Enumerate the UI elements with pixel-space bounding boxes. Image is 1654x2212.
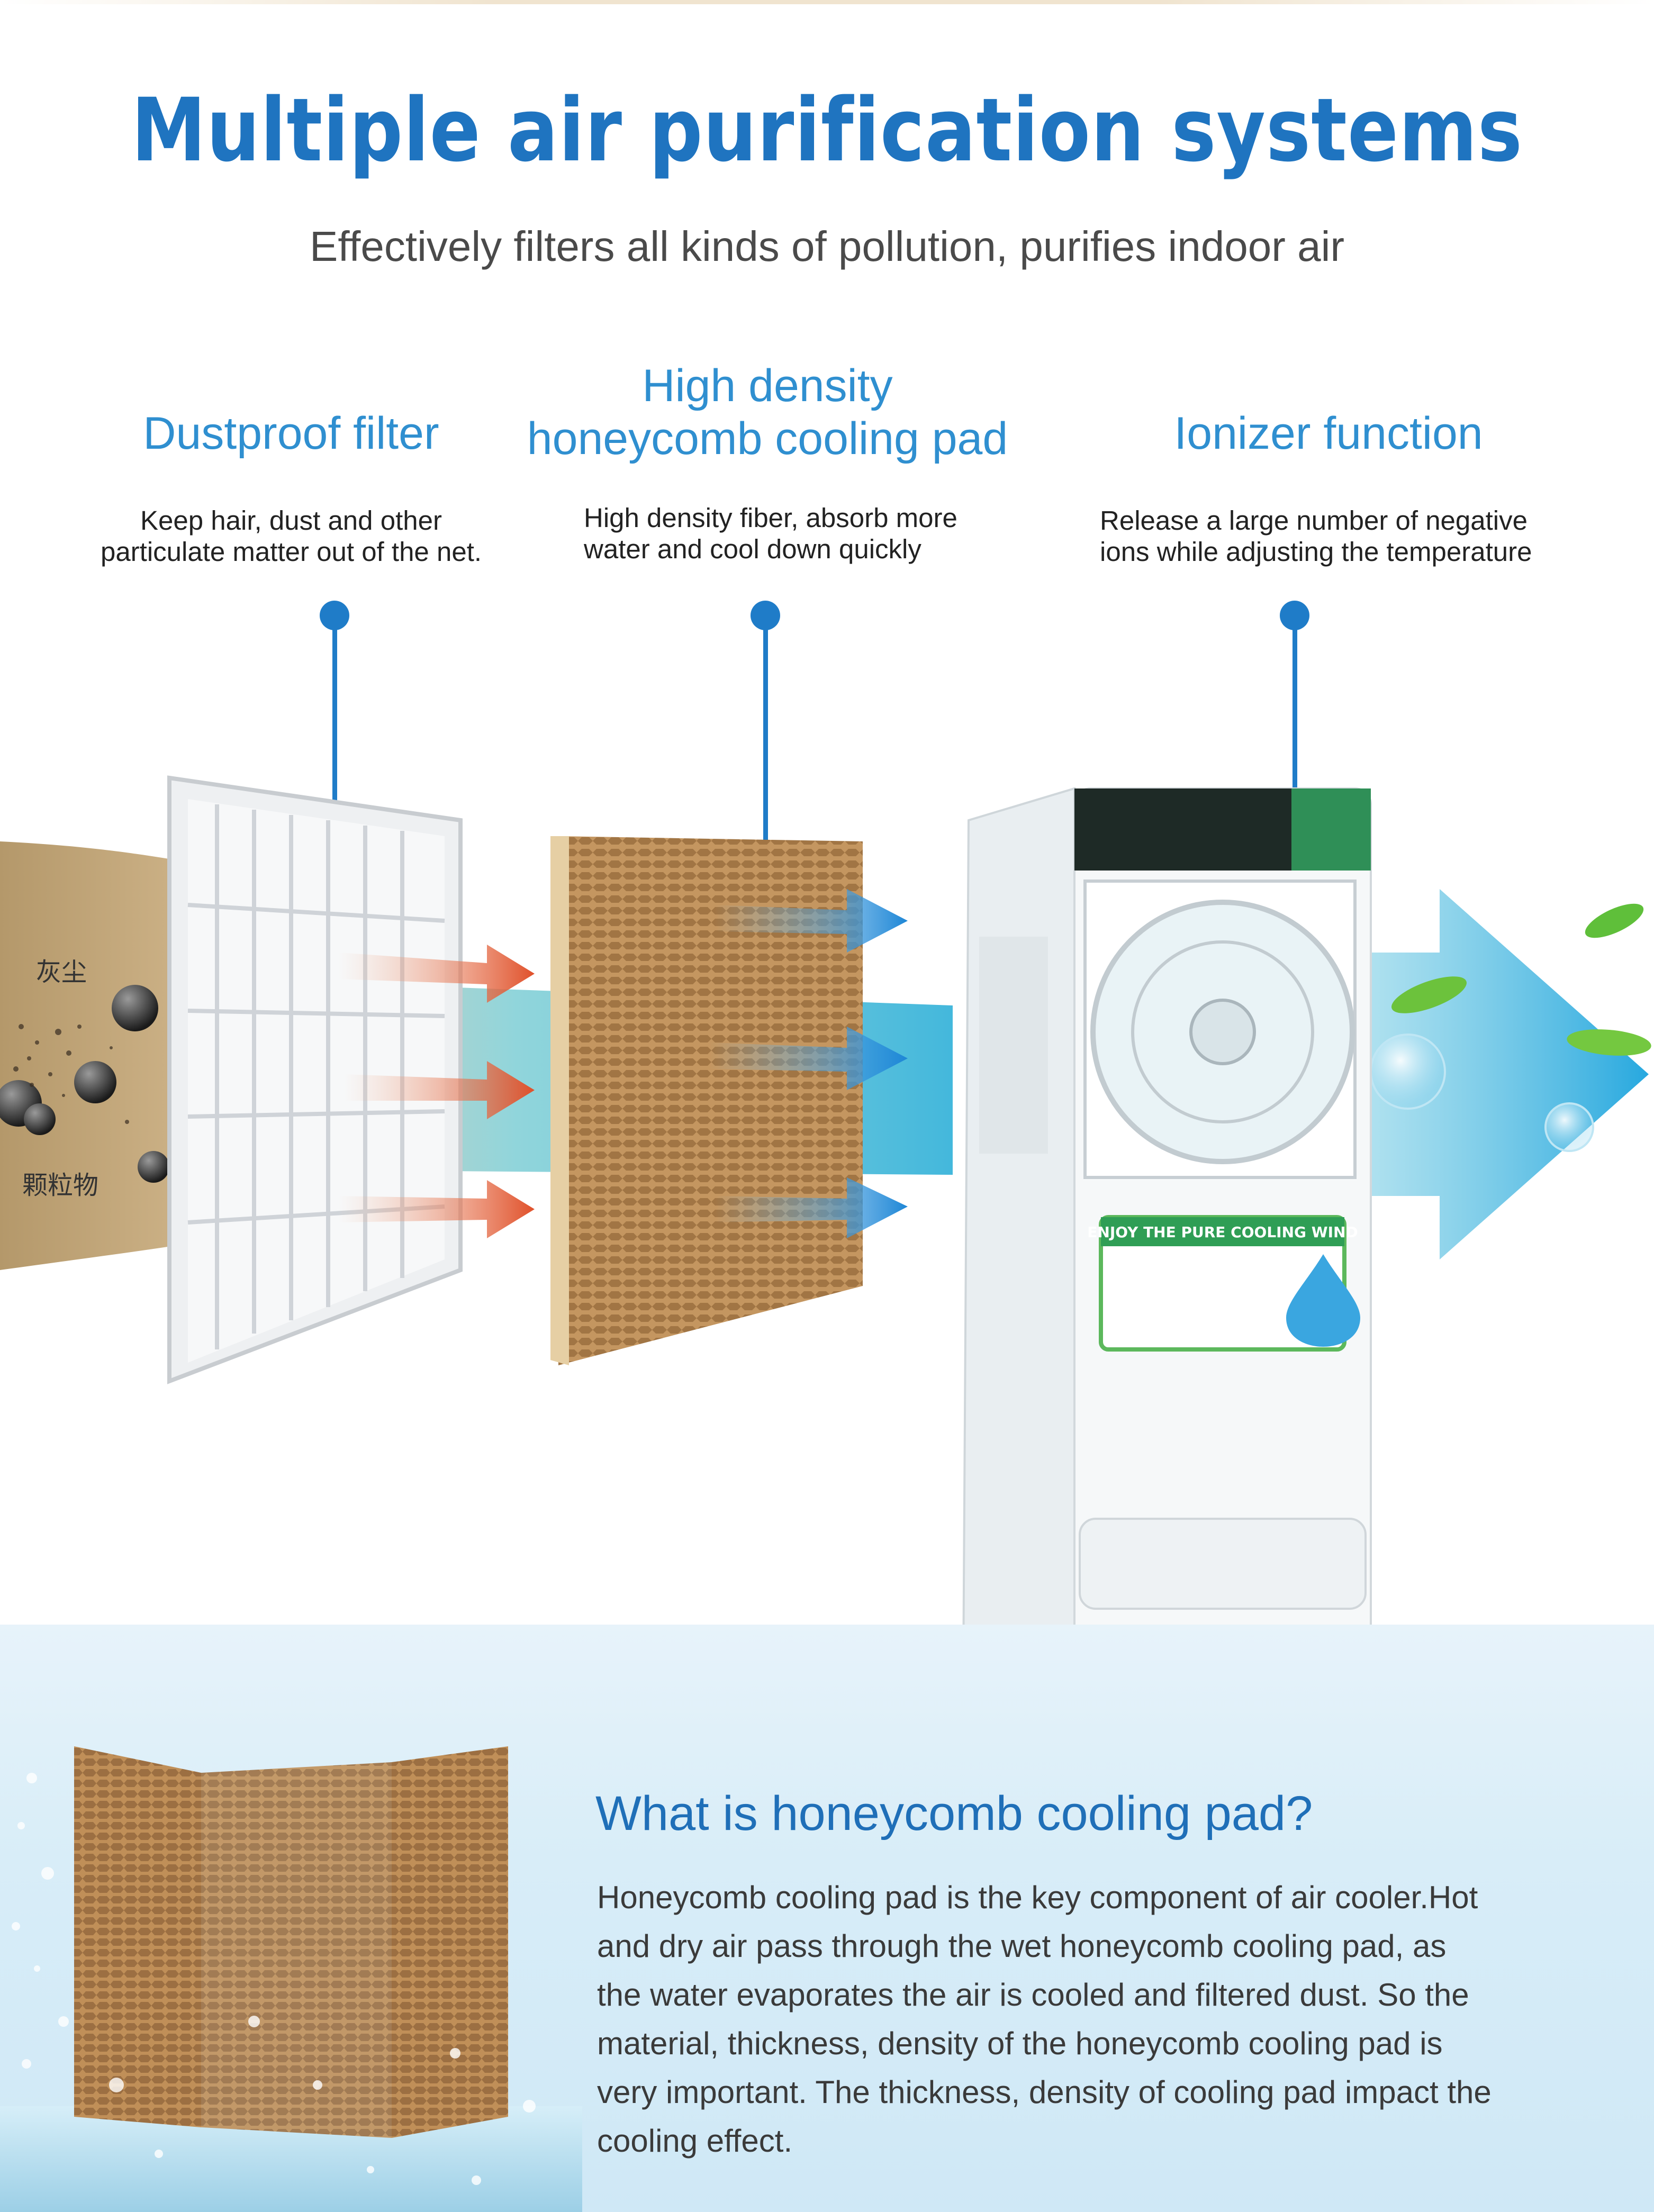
- feature-ionizer-desc: Release a large number of negative ions …: [1100, 505, 1629, 567]
- product-panel-text: ENJOY THE PURE COOLING WIND: [1087, 1223, 1358, 1241]
- info-body-line: the water evaporates the air is cooled a…: [597, 1977, 1469, 2012]
- clean-air-arrow: [1323, 889, 1649, 1259]
- purification-illustration: ENJOY THE PURE COOLING WIND: [0, 775, 1651, 1728]
- bubble: [1544, 1102, 1594, 1152]
- info-body: Honeycomb cooling pad is the key compone…: [597, 1873, 1603, 2165]
- page-subtitle: Effectively filters all kinds of polluti…: [310, 223, 1344, 270]
- feature-desc-line: particulate matter out of the net.: [100, 536, 482, 567]
- feature-dustproof-desc: Keep hair, dust and other particulate ma…: [74, 505, 508, 567]
- warm-air-arrow: [339, 1180, 535, 1238]
- info-body-line: Honeycomb cooling pad is the key compone…: [597, 1880, 1478, 1915]
- pad-panel: [74, 1746, 201, 2127]
- leaf: [1585, 903, 1644, 938]
- feature-title-line: Ionizer function: [1174, 408, 1483, 459]
- dust-specks: [13, 1024, 129, 1124]
- feature-title-line: honeycomb cooling pad: [527, 413, 1008, 464]
- feature-title-line: High density: [642, 360, 893, 411]
- feature-ionizer-title: Ionizer function: [1085, 407, 1572, 460]
- feature-desc-line: Keep hair, dust and other: [140, 505, 442, 536]
- warm-air-arrow: [339, 945, 535, 1003]
- info-heading: What is honeycomb cooling pad?: [595, 1787, 1313, 1841]
- cool-air-arrow: [709, 1027, 908, 1090]
- honeycomb-pad: [550, 836, 863, 1365]
- cool-air-arrow: [715, 889, 908, 953]
- dust-particle: [74, 1061, 116, 1103]
- info-body-line: material, thickness, density of the hone…: [597, 2026, 1443, 2061]
- wet-pad-illustration: [0, 1746, 582, 2212]
- dust-particle: [138, 1151, 169, 1183]
- info-body-line: very important. The thickness, density o…: [597, 2074, 1492, 2110]
- water-splash: [12, 1773, 536, 2185]
- dustproof-filter: [167, 775, 463, 1384]
- pin-line-dustproof: [332, 624, 337, 865]
- feature-honeycomb-desc: High density fiber, absorb more water an…: [584, 503, 1060, 565]
- feature-title-line: Dustproof filter: [143, 408, 439, 459]
- feature-desc-line: water and cool down quickly: [584, 533, 921, 564]
- feature-desc-line: ions while adjusting the temperature: [1100, 536, 1532, 567]
- feature-desc-line: High density fiber, absorb more: [584, 503, 957, 533]
- dust-particle: [112, 985, 158, 1031]
- pin-line-ionizer: [1293, 624, 1297, 865]
- cool-air-arrow: [715, 1177, 908, 1238]
- particle-label-particulates: 颗粒物: [22, 1171, 99, 1200]
- leaf: [1567, 1029, 1651, 1056]
- page-title: Multiple air purification systems: [131, 79, 1523, 181]
- leaf: [1391, 976, 1467, 1013]
- warm-air-arrow: [344, 1061, 535, 1119]
- feature-desc-line: Release a large number of negative: [1100, 505, 1528, 536]
- feature-dustproof-title: Dustproof filter: [79, 407, 503, 460]
- pin-line-honeycomb: [763, 624, 768, 865]
- feature-honeycomb-title: High density honeycomb cooling pad: [503, 360, 1032, 466]
- info-body-line: cooling effect.: [597, 2123, 793, 2159]
- pad-panel: [201, 1762, 392, 2138]
- air-cooler: ENJOY THE PURE COOLING WIND: [962, 787, 1372, 1728]
- particle-label-dust: 灰尘: [36, 957, 87, 987]
- bubble: [1370, 1034, 1446, 1110]
- dust-particle: [24, 1103, 56, 1135]
- top-accent-line: [0, 0, 1654, 4]
- pad-panel: [392, 1746, 508, 2138]
- info-body-line: and dry air pass through the wet honeyco…: [597, 1928, 1447, 1964]
